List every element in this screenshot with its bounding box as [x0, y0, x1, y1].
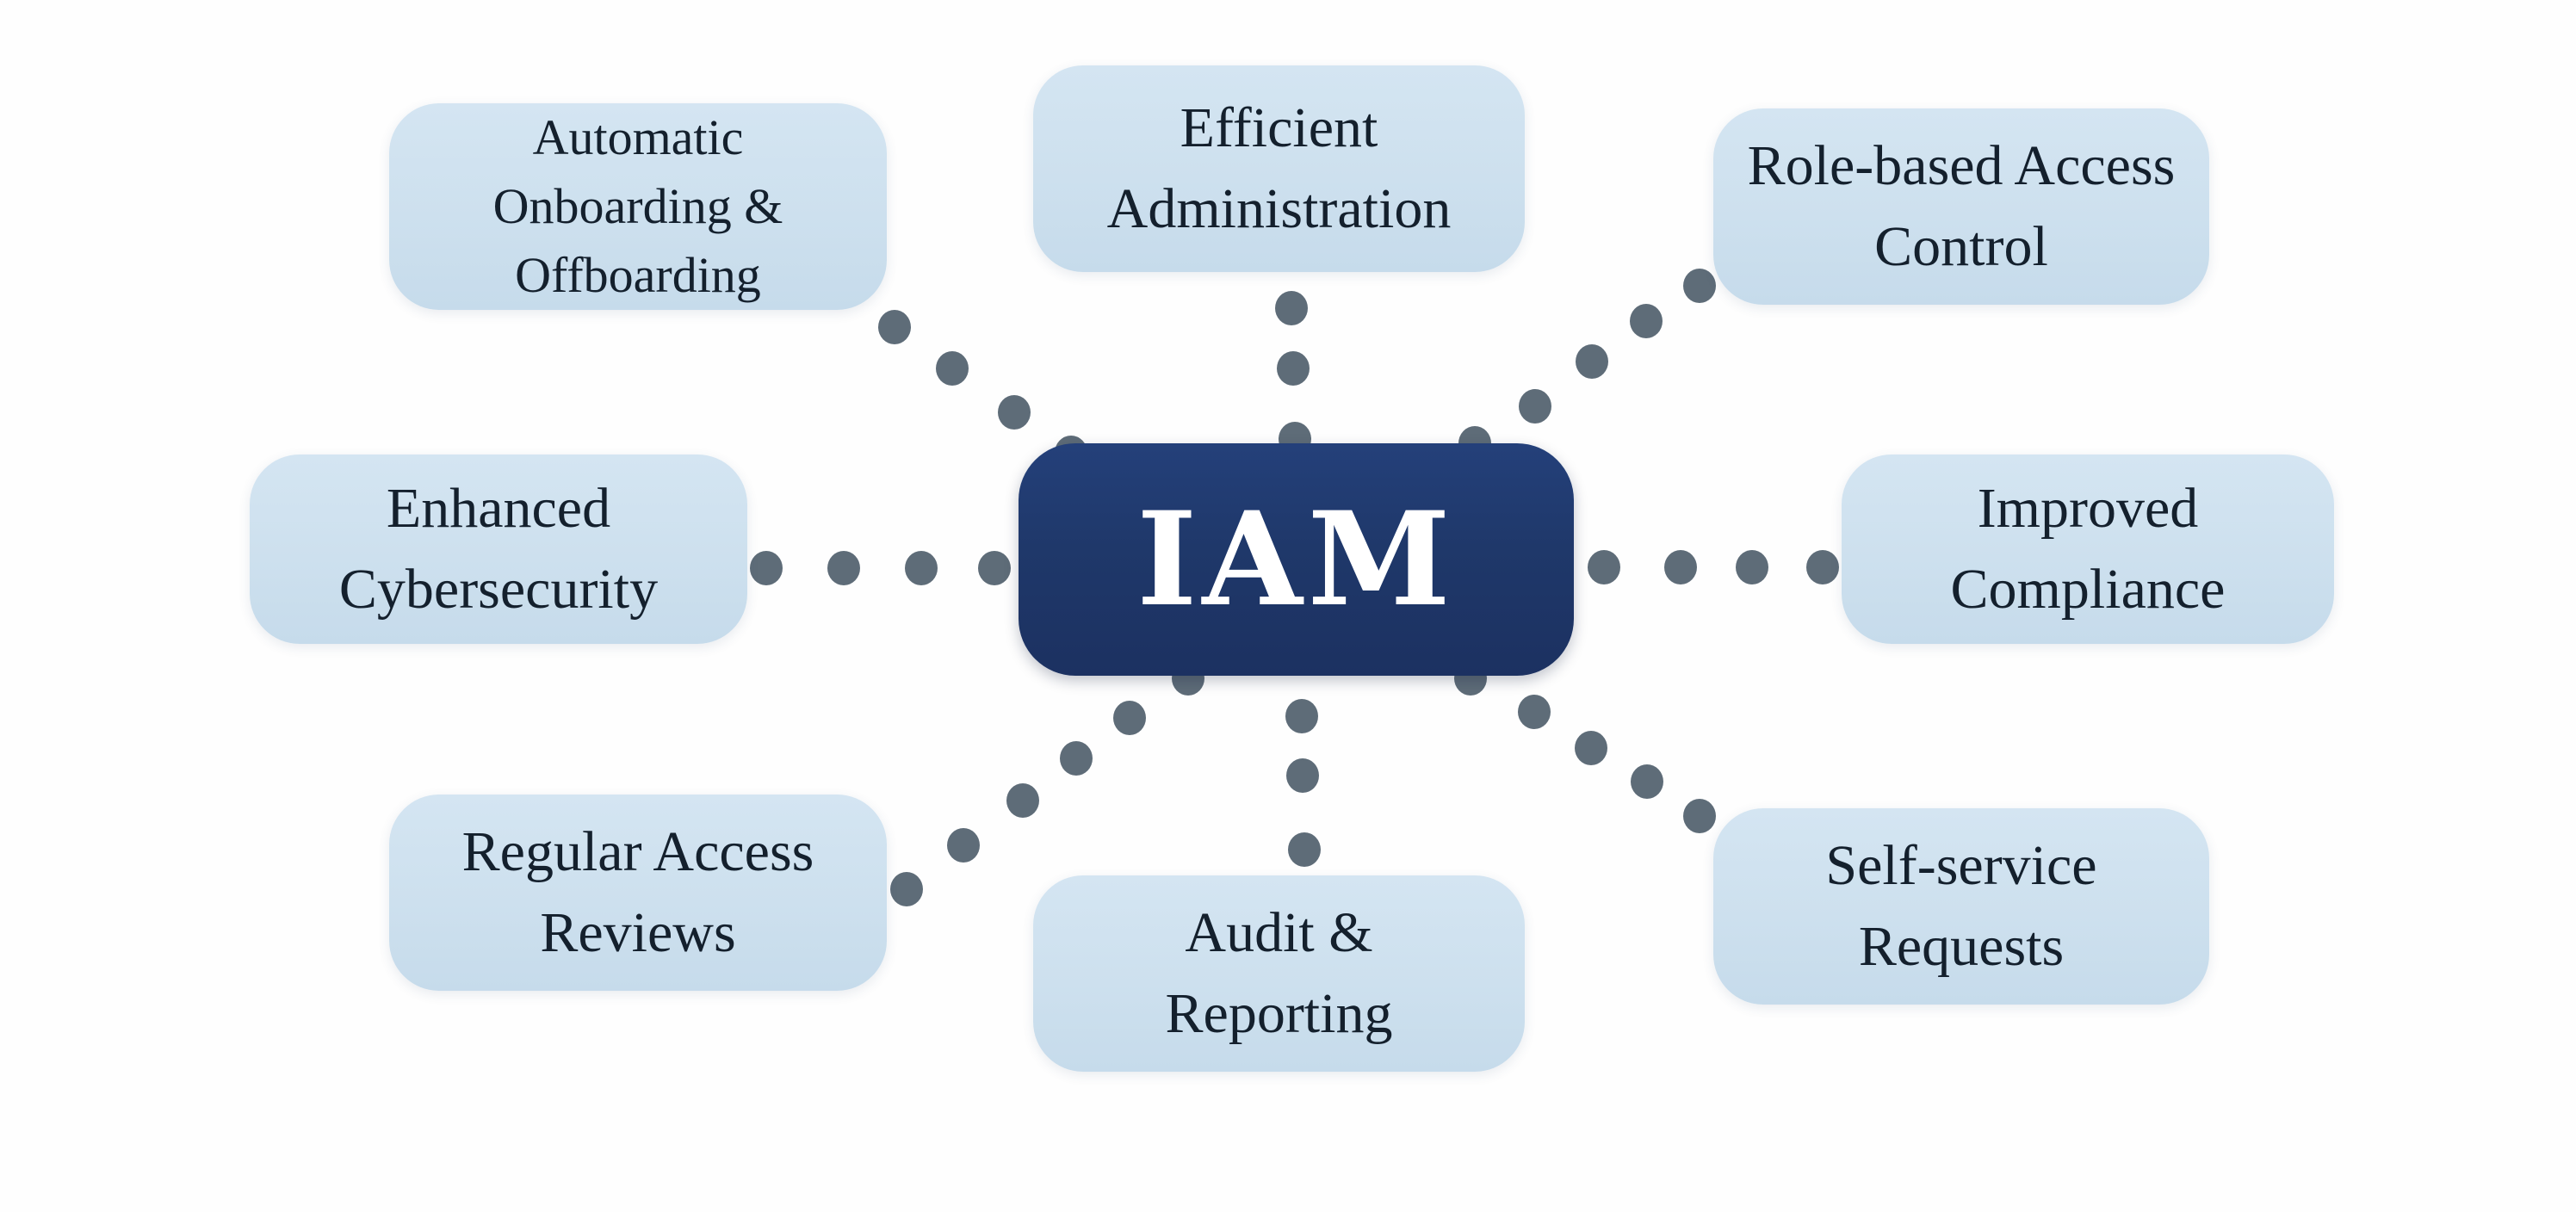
connector-dot	[827, 551, 860, 585]
connector-dot	[1518, 695, 1551, 729]
connector-dot	[1006, 783, 1039, 818]
connector-dot	[1277, 351, 1310, 386]
connector-dot	[1806, 550, 1839, 584]
connector-dot	[1588, 550, 1620, 584]
node-label: Self-service Requests	[1825, 834, 2097, 978]
connector-dot	[998, 395, 1031, 430]
connector-dot	[1664, 550, 1697, 584]
node-improved-compliance: Improved Compliance	[1842, 454, 2334, 644]
connector-dot	[878, 310, 911, 344]
connector-dot	[1519, 389, 1551, 424]
node-label: Efficient Administration	[1106, 96, 1452, 240]
node-efficient-administration: Efficient Administration	[1033, 65, 1525, 272]
node-iam-label: IAM	[1136, 483, 1456, 635]
connector-dot	[936, 351, 969, 386]
connector-dot	[1736, 550, 1768, 584]
connector-dot	[1286, 758, 1319, 793]
node-label: Improved Compliance	[1950, 477, 2226, 621]
connector-dot	[1285, 699, 1318, 733]
connector-dot	[1683, 269, 1716, 303]
connector-dot	[978, 551, 1011, 585]
connector-dot	[1683, 799, 1716, 833]
node-label: Enhanced Cybersecurity	[338, 477, 659, 621]
node-label: Regular Access Reviews	[461, 820, 814, 964]
connector-dot	[1060, 741, 1093, 776]
connector-dot	[1575, 731, 1607, 765]
connector-dot	[1288, 832, 1321, 867]
node-label: Automatic Onboarding & Offboarding	[492, 108, 783, 304]
node-role-based-access-control: Role-based Access Control	[1713, 108, 2209, 305]
node-label: Role-based Access Control	[1747, 134, 2176, 278]
connector-dot	[1631, 764, 1663, 799]
connector-dot	[905, 551, 938, 585]
node-audit-reporting: Audit & Reporting	[1033, 875, 1525, 1072]
node-regular-access-reviews: Regular Access Reviews	[389, 795, 887, 991]
node-enhanced-cybersecurity: Enhanced Cybersecurity	[250, 454, 747, 644]
node-label: Audit & Reporting	[1165, 901, 1393, 1045]
connector-dot	[947, 828, 980, 863]
connector-dot	[1113, 701, 1146, 735]
connector-dot	[1576, 344, 1608, 379]
node-iam: IAM	[1019, 443, 1574, 676]
connector-dot	[890, 872, 923, 906]
connector-dot	[1630, 304, 1663, 338]
connector-dot	[1275, 291, 1308, 325]
node-self-service-requests: Self-service Requests	[1713, 808, 2209, 1005]
node-automatic-onboarding: Automatic Onboarding & Offboarding	[389, 103, 887, 310]
connector-dot	[750, 551, 783, 585]
